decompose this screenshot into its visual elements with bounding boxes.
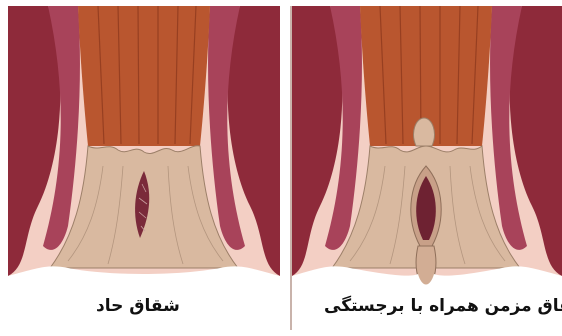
acute-fissure-illustration [8, 6, 280, 330]
acute-fissure-caption: شقاق حاد [96, 296, 180, 316]
panel-chronic-fissure: شقاق مزمن همراه با برجستگی [290, 6, 562, 330]
rectal-mucosa [78, 6, 210, 146]
hypertrophied-papilla [414, 118, 435, 146]
chronic-fissure-illustration [292, 6, 562, 330]
panel-acute-fissure: شقاق حاد [8, 6, 280, 330]
chronic-fissure-caption: شقاق مزمن همراه با برجستگی [324, 296, 562, 316]
